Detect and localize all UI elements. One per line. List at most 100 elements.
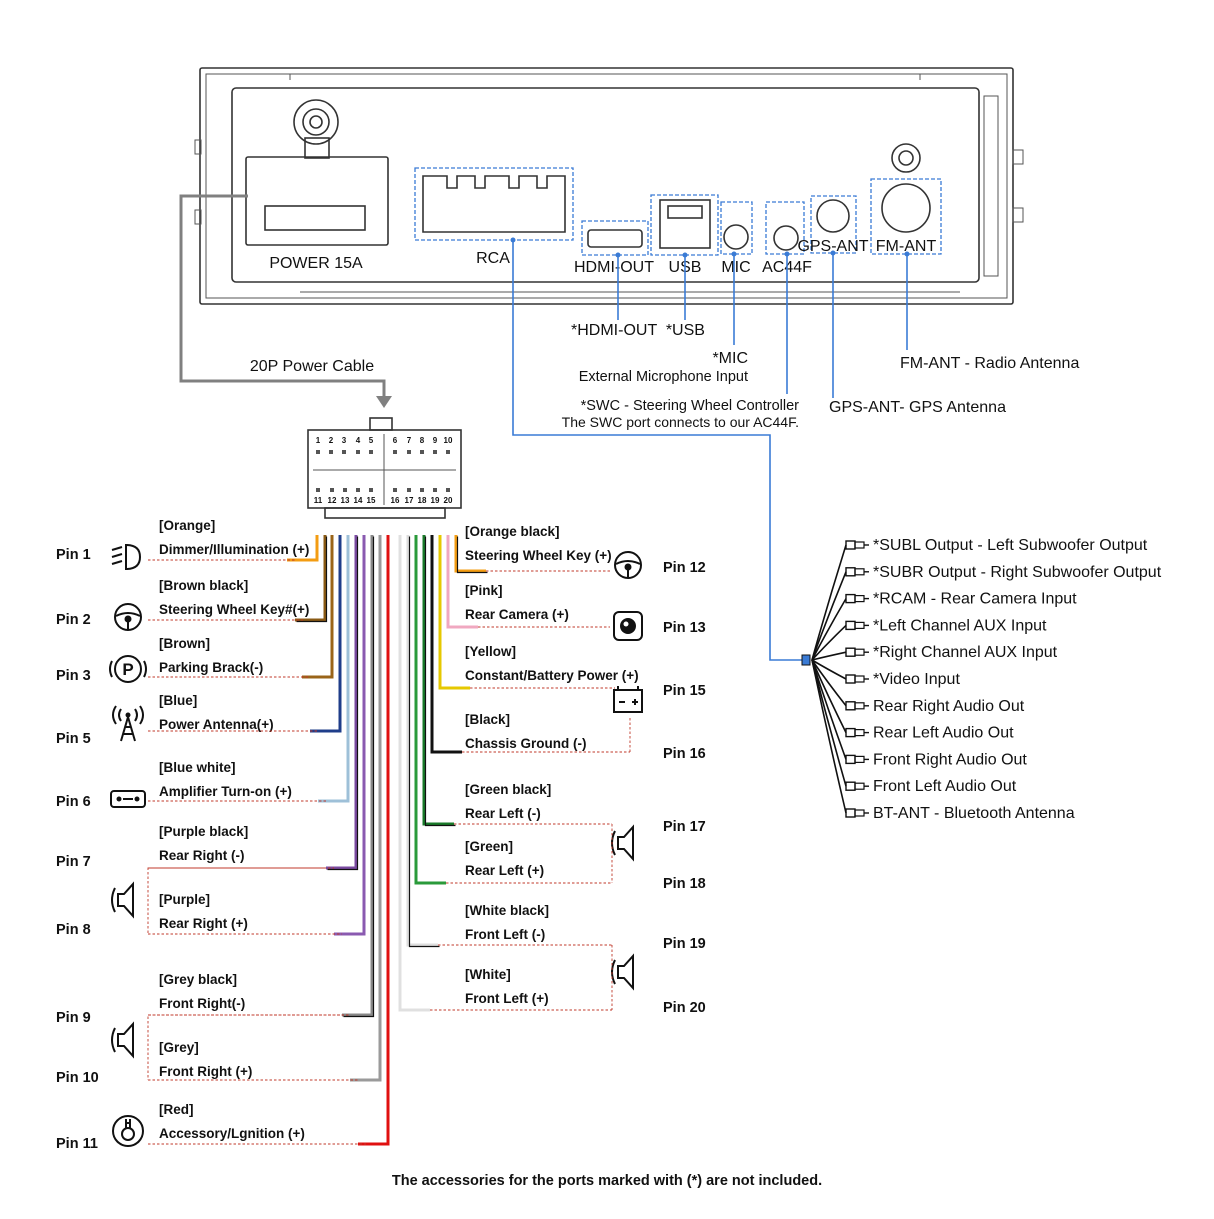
pin-row-left: Pin 11[Red]Accessory/Lgnition (+) xyxy=(56,1102,366,1152)
pin-slot xyxy=(433,488,437,492)
pin-row-left: Pin 7[Purple black]Rear Right (-) xyxy=(56,824,334,919)
pin-function-label: Rear Left (-) xyxy=(465,806,541,821)
pin-row-left: Pin 1[Orange]Dimmer/Illumination (+) xyxy=(56,518,309,571)
wire-stripe xyxy=(424,536,456,827)
pin-number: Pin 5 xyxy=(56,731,91,747)
rca-plug-icon xyxy=(845,620,869,631)
rca-cable xyxy=(811,544,847,661)
rca-cable xyxy=(811,659,847,733)
wire-stripe xyxy=(296,536,328,623)
wire-color-label: [Green black] xyxy=(465,782,551,797)
wire xyxy=(422,535,454,826)
svg-text:P: P xyxy=(122,660,133,679)
pin-row-left: Pin 3[Brown]Parking Brack(-)P xyxy=(56,636,310,684)
wire-color-label: [Orange black] xyxy=(465,524,560,539)
connector-pin-number: 8 xyxy=(420,436,425,445)
pin-function-label: Front Right(-) xyxy=(159,996,245,1011)
rca-cable xyxy=(811,651,847,661)
rca-output-label: Front Right Audio Out xyxy=(873,751,1027,768)
rca-output-label: *SUBL Output - Left Subwoofer Output xyxy=(873,537,1148,554)
pin-function-label: Front Left (+) xyxy=(465,991,549,1006)
pin-function-label: Steering Wheel Key#(+) xyxy=(159,602,309,617)
pin-number: Pin 11 xyxy=(56,1136,98,1152)
pin-row-left: Pin 10[Grey]Front Right (+) xyxy=(56,1040,358,1086)
connector-pin-number: 13 xyxy=(341,496,350,505)
wire-color-label: [Pink] xyxy=(465,583,503,598)
pin-number: Pin 1 xyxy=(56,547,91,563)
pin-row-right: Pin 12[Orange black]Steering Wheel Key (… xyxy=(465,524,706,579)
hdmi-port: HDMI-OUT xyxy=(574,220,654,276)
rca-output-label: BT-ANT - Bluetooth Antenna xyxy=(873,805,1075,822)
mic-port: MIC xyxy=(720,201,753,276)
wire xyxy=(358,535,390,1146)
speaker-bracket xyxy=(147,1014,340,1080)
wire xyxy=(438,535,470,690)
rca-plug-icon xyxy=(845,593,869,604)
connector-pin-number: 2 xyxy=(329,436,334,445)
pin-row-left: Pin 9[Grey black]Front Right(-) xyxy=(56,972,350,1059)
pin-slot xyxy=(329,450,333,454)
pin-row-right: Pin 20[White]Front Left (+) xyxy=(430,967,706,1016)
speaker-icon xyxy=(611,953,634,991)
pin-slot xyxy=(393,488,397,492)
wire-color-label: [Grey] xyxy=(159,1040,199,1055)
hdmi-usb-callout: *HDMI-OUT *USB xyxy=(571,322,705,339)
wire-color-label: [Purple] xyxy=(159,892,210,907)
speaker-icon xyxy=(111,881,134,919)
wire-stripe xyxy=(327,536,359,871)
wire-color-label: [Yellow] xyxy=(465,644,516,659)
parking-icon: P xyxy=(109,655,147,683)
pin-slot xyxy=(369,450,373,454)
pin-slot xyxy=(369,488,373,492)
head-unit xyxy=(194,67,1024,305)
pin-slot xyxy=(446,450,450,454)
headlight-icon xyxy=(111,543,142,571)
pin-number: Pin 10 xyxy=(56,1070,99,1086)
wire-color-label: [Blue white] xyxy=(159,760,236,775)
rca-plug-icon xyxy=(845,674,869,684)
rca-plug-icon xyxy=(845,754,869,765)
pin-function-label: Dimmer/Illumination (+) xyxy=(159,542,309,557)
pin-function-label: Steering Wheel Key (+) xyxy=(465,548,612,563)
gps-callout: GPS-ANT- GPS Antenna xyxy=(829,399,1006,416)
wire xyxy=(302,535,334,679)
pin-slot xyxy=(356,488,360,492)
wire xyxy=(414,535,446,885)
rca-plug-icon xyxy=(845,647,869,657)
rca-plug-icon xyxy=(845,540,869,550)
wire-color-label: [Green] xyxy=(465,839,513,854)
wire xyxy=(318,535,350,803)
speaker-bracket xyxy=(147,867,324,934)
camera-icon xyxy=(613,611,643,641)
pin-slot xyxy=(420,488,424,492)
rca-output-label: *Right Channel AUX Input xyxy=(873,644,1058,661)
connector-pin-number: 19 xyxy=(431,496,440,505)
rca-cable xyxy=(811,571,847,661)
pin-slot xyxy=(330,488,334,492)
ignition-icon xyxy=(112,1115,144,1147)
pin-number: Pin 8 xyxy=(56,922,91,938)
pin-slot xyxy=(393,450,397,454)
connector-pin-number: 12 xyxy=(328,496,337,505)
power-cable-route: 20P Power Cable xyxy=(179,194,392,408)
swc-callout-desc: The SWC port connects to our AC44F. xyxy=(562,414,799,430)
rca-harness: *SUBL Output - Left Subwoofer Output *SUB… xyxy=(801,537,1162,822)
pin-row-right: Pin 13[Pink]Rear Camera (+) xyxy=(465,583,706,641)
pin-function-label: Constant/Battery Power (+) xyxy=(465,668,639,683)
fm-port: FM-ANT xyxy=(870,143,942,255)
pin-number: Pin 3 xyxy=(56,668,91,684)
wire-color-label: [Grey black] xyxy=(159,972,237,987)
rca-cable xyxy=(811,624,847,661)
antenna-icon xyxy=(112,705,144,742)
pin-slot xyxy=(433,450,437,454)
speaker-icon xyxy=(611,824,634,862)
pin-number: Pin 15 xyxy=(663,683,706,699)
pin-row-right: Pin 19[White black]Front Left (-) xyxy=(438,903,706,991)
pin-number: Pin 19 xyxy=(663,936,706,952)
pin-row-right: Pin 17[Green black]Rear Left (-) xyxy=(454,782,706,862)
wire-color-label: [Brown black] xyxy=(159,578,248,593)
connector-pin-number: 5 xyxy=(369,436,374,445)
rca-output-label: *SUBR Output - Right Subwoofer Output xyxy=(873,564,1162,581)
